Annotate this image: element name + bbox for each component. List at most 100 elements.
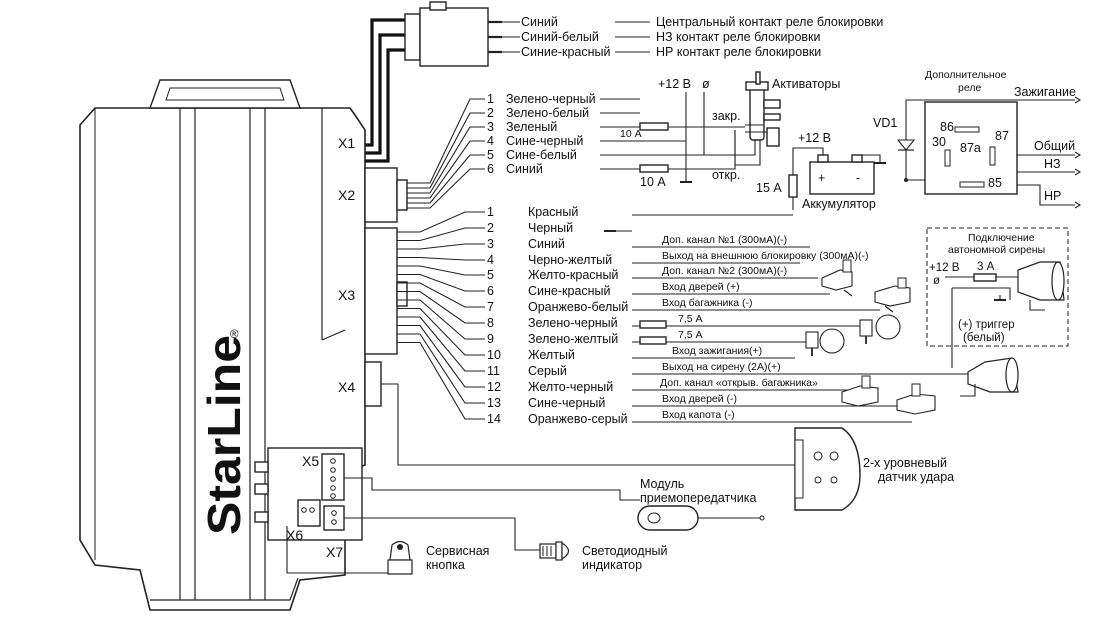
x3-wire-color: Желтый [528,348,575,362]
transceiver-label-1: Модуль [640,477,684,491]
x2-wire-number: 3 [487,120,494,134]
peripherals: 2-х уровневый датчик удара Модуль приемо… [387,259,1019,575]
relay-pin-86: 86 [940,120,954,134]
x3-wire-line [397,282,485,308]
x3-wire-color: Зелено-желтый [528,332,618,346]
x3-wire-number: 7 [487,300,494,314]
x3-wire-desc: Выход на внешнюю блокировку (300мА)(-) [662,250,868,262]
connector-block-x5-x7: X5 X6 X7 [254,447,640,574]
x3-wire-line [397,273,485,292]
trunk-pin-switch-icon [841,375,879,407]
x3-wire-color: Черно-желтый [528,253,612,267]
x3-wire-desc: Вход капота (-) [662,409,735,421]
x2-wire-number: 2 [487,106,494,120]
shock-sensor-icon [794,427,861,511]
x3-wire-line [397,211,485,233]
service-button-icon [387,540,413,575]
x3-wire-line [397,307,485,356]
x3-wire-number: 2 [487,221,494,235]
x3-wire-desc: Выход на сирену (2А)(+) [662,361,781,373]
x3-wire-number: 13 [487,396,501,410]
label-x3: X3 [338,287,355,303]
x3-wire-line [397,324,485,388]
trunk-switch-icon [874,277,911,313]
x3-wire-number: 9 [487,332,494,346]
actuators-lock-label: закр. [712,109,741,123]
x2-wire-color: Синий [506,162,543,176]
battery-label: Аккумулятор [802,197,876,211]
x3-wire-line [397,265,485,276]
x1-wire-color: Синий-белый [521,30,599,44]
x2-wire-color: Сине-белый [506,148,577,162]
actuators-title: Активаторы [772,77,840,91]
x3-wire-desc: 7,5 А [678,313,703,325]
x2-wire-number: 5 [487,148,494,162]
x3-wire-number: 14 [487,412,501,426]
fuse-x3-9-icon [639,336,667,345]
transceiver-label-2: приемопередатчика [640,491,756,505]
x3-wire-number: 3 [487,237,494,251]
battery-minus: - [856,171,860,185]
x3-wire-line [397,256,485,261]
relay-out-ignition: Зажигание [1014,85,1076,99]
relay-title-1: Дополнительное [925,69,1007,81]
label-x7: X7 [326,544,343,560]
siren-title-2: автономной сирены [948,244,1045,256]
turn-signal-bulb-icon-2 [805,328,845,356]
x3-wire-line [397,333,485,404]
label-x1: X1 [338,135,355,151]
relay-pin-85: 85 [988,176,1002,190]
siren-trigger-1: (+) триггер [958,319,1015,331]
relay-out-no: НР [1044,189,1061,203]
relay-pin-30: 30 [932,135,946,149]
x1-wire-desc: НР контакт реле блокировки [656,45,821,59]
service-button-label-1: Сервисная [426,544,489,558]
x3-wire-desc: Доп. канал №1 (300мА)(-) [662,234,787,246]
x2-wire-line [407,98,485,184]
x3-wire-line [397,243,485,250]
shock-sensor-label-2: датчик удара [878,470,954,484]
actuators-fuse-big: 10 А [640,175,666,189]
siren-title-1: Подключение [968,232,1035,244]
x3-wire-color: Желто-черный [528,380,613,394]
siren-ground-symbol: ø [933,275,940,287]
x3-wire-desc: Вход дверей (+) [662,281,740,293]
siren-trigger-2: (белый) [963,332,1005,344]
actuators-unlock-label: откр. [712,168,740,182]
actuators-fuse-small: 10 А [620,128,642,140]
label-x6: X6 [286,527,303,543]
x3-wire-number: 1 [487,205,494,219]
brand-logo: StarLine [198,335,250,535]
x2-wire-line [407,126,485,194]
autonomous-siren-box: Подключение автономной сирены +12 В ø 3 … [926,227,1069,368]
x3-wire-line [397,290,485,324]
x3-wire-number: 12 [487,380,501,394]
fuse-x3-8-icon [639,320,667,329]
siren-icon [960,357,1019,397]
label-x5: X5 [302,453,319,469]
x2-wire-line [407,112,485,189]
x3-wire-desc: Вход багажника (-) [662,297,752,309]
x2-wire-line [407,154,485,204]
connector-x2: X2 [338,167,408,223]
x3-wire-line [397,316,485,372]
x2-wire-number: 4 [487,134,494,148]
label-x4: X4 [338,379,355,395]
relay-out-nc: НЗ [1044,157,1061,171]
x3-wire-desc: Доп. канал «открыв. багажника» [660,377,818,389]
x2-wire-color: Зеленый [506,120,557,134]
x3-wire-color: Оранжево-серый [528,412,628,426]
battery: +12 В 15 А Аккумулятор + - [756,131,886,211]
x3-wire-line [397,299,485,340]
extra-relay: Дополнительное реле VD1 86 87 30 87а 85 … [873,69,1082,209]
relay-diode-label: VD1 [873,116,897,130]
x3-wire-color: Сине-красный [528,284,611,298]
x3-wire-line [397,227,485,242]
x2-wire-number: 1 [487,92,494,106]
x2-wire-number: 6 [487,162,494,176]
siren-plus12: +12 В [929,262,960,274]
hood-pin-switch-icon [896,383,936,415]
connector-x4: X4 [338,361,795,466]
